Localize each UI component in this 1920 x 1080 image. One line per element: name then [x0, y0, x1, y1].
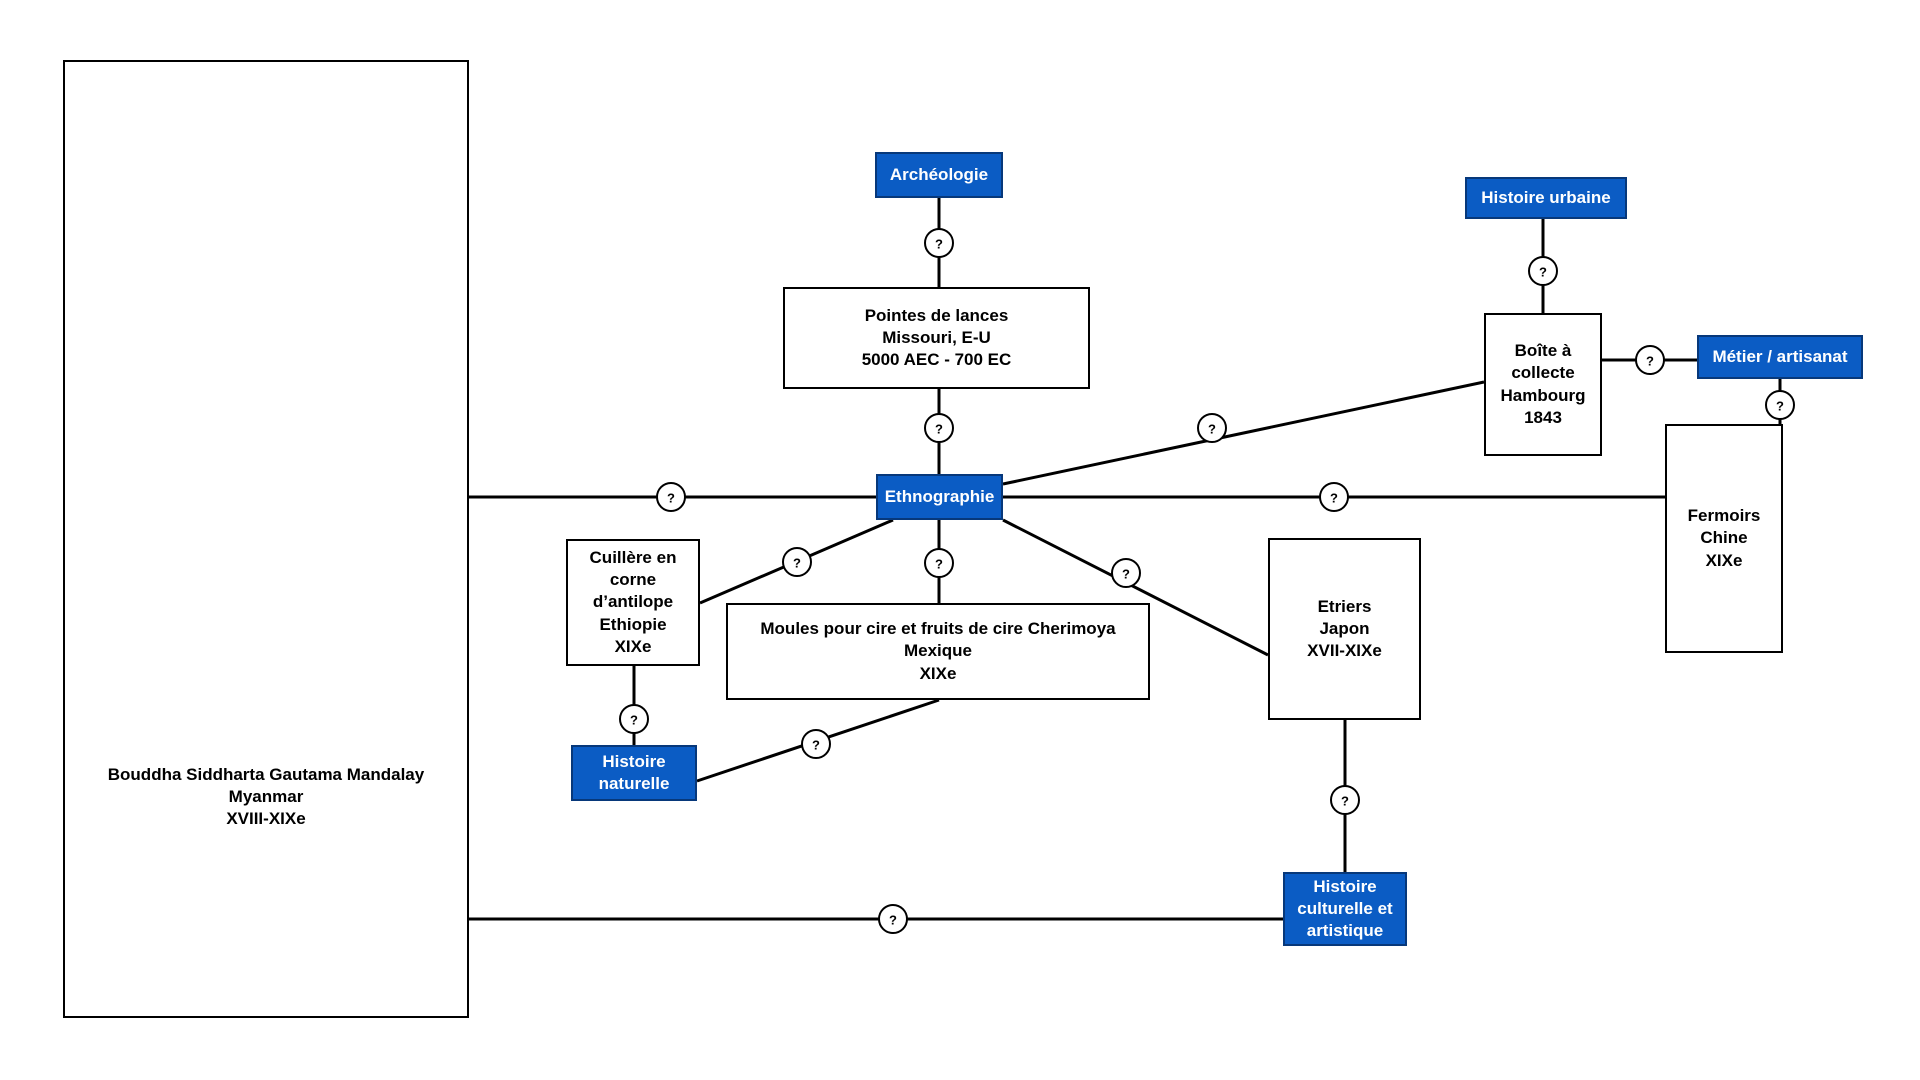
edge-line: [1002, 380, 1485, 486]
edge-badge-circle: [924, 413, 954, 443]
edge-relation-badge[interactable]: ?: [1197, 413, 1227, 443]
edge-badge-circle: [656, 482, 686, 512]
edge-badge-label: ?: [630, 713, 638, 728]
edge-badge-label: ?: [1776, 399, 1784, 414]
node-moules[interactable]: Moules pour cire et fruits de cire Cheri…: [726, 603, 1150, 700]
edge-badge-label: ?: [935, 422, 943, 437]
node-label: Pointes de lances Missouri, E-U 5000 AEC…: [861, 305, 1012, 370]
edge-badge-label: ?: [1539, 265, 1547, 280]
edge-relation-badge[interactable]: ?: [1330, 785, 1360, 815]
edge-badge-label: ?: [812, 738, 820, 753]
edge-relation-badge[interactable]: ?: [878, 904, 908, 934]
edge-badge-label: ?: [1646, 354, 1654, 369]
edge-badge-circle: [1635, 345, 1665, 375]
node-label: Métier / artisanat: [1712, 346, 1848, 366]
edge-badge-label: ?: [889, 913, 897, 928]
node-fermoirs[interactable]: Fermoirs Chine XIXe: [1665, 424, 1783, 653]
edge-badge-label: ?: [667, 491, 675, 506]
edge-badge-circle: [1197, 413, 1227, 443]
node-boite[interactable]: Boîte à collecte Hambourg 1843: [1484, 313, 1602, 456]
edge-badge-circle: [1319, 482, 1349, 512]
node-label: Archéologie: [889, 164, 989, 184]
edge-badge-label: ?: [1208, 422, 1216, 437]
node-pointes[interactable]: Pointes de lances Missouri, E-U 5000 AEC…: [783, 287, 1090, 389]
node-label: Histoire naturelle: [598, 751, 670, 793]
edge-badge-label: ?: [935, 557, 943, 572]
edge: [1002, 518, 1269, 657]
edge-badge-circle: [801, 729, 831, 759]
edge: [1002, 380, 1485, 486]
edge-line: [1002, 518, 1269, 657]
node-cuillere[interactable]: Cuillère en corne d’antilope Ethiopie XI…: [566, 539, 700, 666]
edge-relation-badge[interactable]: ?: [801, 729, 831, 759]
node-label: Ethnographie: [884, 486, 995, 506]
edge-badge-label: ?: [793, 556, 801, 571]
edge-relation-badge[interactable]: ?: [619, 704, 649, 734]
node-metier[interactable]: Métier / artisanat: [1697, 335, 1863, 379]
node-ethnographie[interactable]: Ethnographie: [876, 474, 1003, 520]
edge-relation-badge[interactable]: ?: [1528, 256, 1558, 286]
edge-badge-circle: [924, 548, 954, 578]
edge-relation-badge[interactable]: ?: [1111, 558, 1141, 588]
node-archeologie[interactable]: Archéologie: [875, 152, 1003, 198]
node-bouddha[interactable]: Bouddha Siddharta Gautama Mandalay Myanm…: [63, 60, 469, 1018]
edge-relation-badge[interactable]: ?: [1765, 390, 1795, 420]
edge-badge-label: ?: [1341, 794, 1349, 809]
edge-badge-circle: [1330, 785, 1360, 815]
edge-relation-badge[interactable]: ?: [924, 413, 954, 443]
node-label: Moules pour cire et fruits de cire Cheri…: [760, 619, 1116, 683]
edge-relation-badge[interactable]: ?: [1635, 345, 1665, 375]
edge-badge-circle: [619, 704, 649, 734]
edge-badge-circle: [1528, 256, 1558, 286]
edge-badge-label: ?: [1122, 567, 1130, 582]
edge-relation-badge[interactable]: ?: [782, 547, 812, 577]
edge-badge-circle: [782, 547, 812, 577]
edge-relation-badge[interactable]: ?: [656, 482, 686, 512]
edge-badge-label: ?: [1330, 491, 1338, 506]
node-histoire_culturelle[interactable]: Histoire culturelle et artistique: [1283, 872, 1407, 946]
edge-badge-circle: [924, 228, 954, 258]
edge-badge-circle: [1111, 558, 1141, 588]
edge-badge-label: ?: [935, 237, 943, 252]
edge-relation-badge[interactable]: ?: [924, 228, 954, 258]
node-histoire_naturelle[interactable]: Histoire naturelle: [571, 745, 697, 801]
edge-relation-badge[interactable]: ?: [1319, 482, 1349, 512]
edge-badge-circle: [878, 904, 908, 934]
edge-relation-badge[interactable]: ?: [924, 548, 954, 578]
node-histoire_urbaine[interactable]: Histoire urbaine: [1465, 177, 1627, 219]
node-label: Fermoirs Chine XIXe: [1687, 506, 1761, 570]
edge-badge-circle: [1765, 390, 1795, 420]
node-label: Histoire urbaine: [1481, 187, 1611, 207]
node-label: Boîte à collecte Hambourg 1843: [1500, 341, 1586, 427]
node-label: Bouddha Siddharta Gautama Mandalay Myanm…: [107, 764, 425, 828]
node-label: Etriers Japon XVII-XIXe: [1307, 596, 1382, 661]
node-label: Histoire culturelle et artistique: [1297, 876, 1393, 941]
node-label: Cuillère en corne d’antilope Ethiopie XI…: [589, 548, 677, 656]
node-etriers[interactable]: Etriers Japon XVII-XIXe: [1268, 538, 1421, 720]
